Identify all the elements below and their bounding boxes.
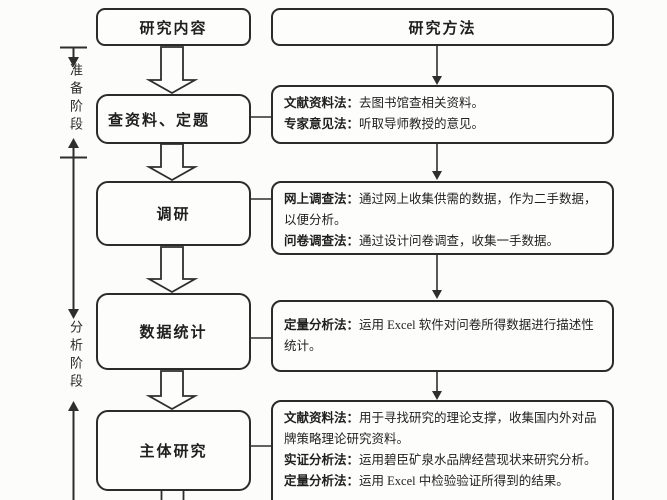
method-line: 实证分析法：运用碧臣矿泉水品牌经营现状来研究分析。 <box>284 450 601 471</box>
step-label: 数据统计 <box>139 325 208 341</box>
method-term: 网上调查法： <box>284 192 360 206</box>
method-line: 问卷调查法：通过设计问卷调查，收集一手数据。 <box>284 231 601 252</box>
method-term: 文献资料法： <box>284 96 360 110</box>
method-arrowhead-4 <box>432 391 442 400</box>
method-desc: 通过设计问卷调查，收集一手数据。 <box>359 234 560 248</box>
header-research-content-label: 研究内容 <box>139 20 208 37</box>
phase2-down-arrowhead <box>68 309 79 319</box>
block-arrow-down-3 <box>145 246 199 294</box>
method-arrowhead-1 <box>432 76 442 85</box>
method-arrowhead-3 <box>432 290 442 299</box>
phase1-up-arrowhead <box>68 138 79 148</box>
method-line: 文献资料法：用于寻找研究的理论支撑，收集国内外对品牌策略理论研究资料。 <box>284 408 601 450</box>
method-line: 定量分析法：运用 Excel 软件对问卷所得数据进行描述性统计。 <box>284 315 601 357</box>
phase2-up-arrowhead <box>68 401 79 411</box>
method-desc: 运用碧臣矿泉水品牌经营现状来研究分析。 <box>359 453 597 467</box>
step-box-main-research: 主体研究 <box>96 410 251 491</box>
method-line: 专家意见法：听取导师教授的意见。 <box>284 114 601 135</box>
step-box-data-statistics: 数据统计 <box>96 293 251 370</box>
block-arrow-down-4 <box>145 370 199 411</box>
method-box-2: 网上调查法：通过网上收集供需的数据，作为二手数据，以便分析。 问卷调查法：通过设… <box>271 181 614 255</box>
method-desc: 用于寻找研究的理论支撑，收集国内外对品牌策略理论研究资料。 <box>284 411 597 446</box>
method-desc: 通过网上收集供需的数据，作为二手数据，以便分析。 <box>284 192 597 227</box>
header-research-methods-label: 研究方法 <box>408 20 477 37</box>
method-term: 实证分析法： <box>284 453 360 467</box>
phase-label-analysis: 分析阶段 <box>68 320 83 392</box>
step-box-literature-topic: 查资料、定题 <box>96 94 251 144</box>
block-arrows <box>145 46 199 500</box>
method-term: 文献资料法： <box>284 411 360 425</box>
step-label: 查资料、定题 <box>108 112 211 129</box>
step-label: 调研 <box>156 207 191 223</box>
method-desc: 运用 Excel 软件对问卷所得数据进行描述性统计。 <box>284 318 594 353</box>
method-arrows <box>432 46 442 400</box>
step-method-connectors <box>250 116 271 447</box>
method-line: 文献资料法：去图书馆查相关资料。 <box>284 93 601 114</box>
method-arrowhead-2 <box>432 171 442 180</box>
phase-label-preparation: 准备阶段 <box>68 63 83 135</box>
header-research-methods: 研究方法 <box>271 8 614 46</box>
method-term: 问卷调查法： <box>284 234 360 248</box>
method-box-4: 文献资料法：用于寻找研究的理论支撑，收集国内外对品牌策略理论研究资料。 实证分析… <box>271 400 614 500</box>
method-desc: 运用 Excel 中检验验证所得到的结果。 <box>359 474 569 488</box>
method-line: 网上调查法：通过网上收集供需的数据，作为二手数据，以便分析。 <box>284 189 601 231</box>
block-arrow-down-1 <box>145 46 199 95</box>
step-label: 主体研究 <box>139 444 208 460</box>
method-desc: 去图书馆查相关资料。 <box>359 96 485 110</box>
step-box-survey: 调研 <box>96 181 251 246</box>
block-arrow-down-2 <box>145 143 199 182</box>
method-term: 定量分析法： <box>284 318 360 332</box>
method-desc: 听取导师教授的意见。 <box>359 117 485 131</box>
method-line: 定量分析法：运用 Excel 中检验验证所得到的结果。 <box>284 471 601 492</box>
phase1-down-arrowhead <box>68 57 79 67</box>
header-research-content: 研究内容 <box>96 8 251 46</box>
method-term: 定量分析法： <box>284 474 360 488</box>
method-box-3: 定量分析法：运用 Excel 软件对问卷所得数据进行描述性统计。 <box>271 300 614 372</box>
method-term: 专家意见法： <box>284 117 360 131</box>
method-box-1: 文献资料法：去图书馆查相关资料。 专家意见法：听取导师教授的意见。 <box>271 85 614 144</box>
phase-rail <box>60 46 87 500</box>
